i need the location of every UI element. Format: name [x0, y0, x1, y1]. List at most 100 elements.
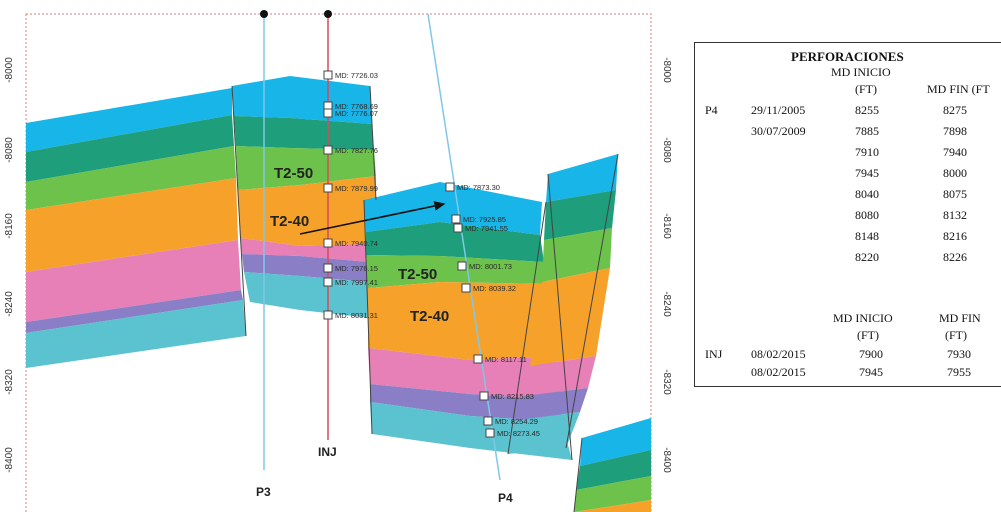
table-cell: 7940	[943, 145, 967, 159]
table-cell: 8148	[855, 229, 879, 243]
layer-purple	[26, 290, 243, 333]
depth-tick-label: -8320	[4, 369, 15, 395]
md-marker-label: MD: 7879.99	[335, 184, 378, 193]
well-label-inj: INJ	[318, 445, 337, 459]
table-cell: 7910	[855, 145, 879, 159]
col-md-fin: MD FIN	[939, 311, 981, 325]
well-label-p4: P4	[498, 491, 513, 505]
depth-axis-left: -8000 -8080 -8160 -8240 -8320 -8400	[4, 57, 15, 473]
depth-tick-label: -8160	[4, 213, 15, 239]
table-cell: 8216	[943, 229, 967, 243]
md-marker-box	[485, 428, 495, 438]
depth-tick-label: -8080	[4, 137, 15, 163]
md-marker-label: MD: 7940.74	[335, 239, 378, 248]
col-md-fin: MD FIN (FT	[927, 82, 990, 96]
well-label-p3: P3	[256, 485, 271, 499]
depth-tick-label: -8400	[661, 447, 672, 473]
col-unit: (FT)	[945, 328, 967, 342]
md-marker-box	[323, 108, 333, 118]
md-marker-box	[323, 145, 333, 155]
flow-arrow	[299, 201, 446, 235]
table-title: PERFORACIONES	[791, 49, 904, 64]
depth-tick-label: -8320	[661, 369, 672, 395]
md-marker-box	[461, 283, 471, 293]
depth-tick-label: -8400	[4, 447, 15, 473]
col-md-inicio: MD INICIO	[833, 311, 893, 325]
md-marker-box	[323, 263, 333, 273]
md-marker-box	[451, 214, 461, 224]
depth-tick-label: -8000	[4, 57, 15, 83]
layer-lightgreen	[26, 146, 236, 210]
col-unit: (FT)	[855, 82, 877, 96]
md-marker-label: MD: 8001.73	[469, 262, 512, 271]
depth-tick-label: -8000	[661, 57, 672, 83]
md-marker-label: MD: 8254.29	[495, 417, 538, 426]
table-cell: 8220	[855, 250, 879, 264]
md-marker-label: MD: 7997.41	[335, 278, 378, 287]
zone-label: T2-50	[274, 165, 313, 182]
md-marker-box	[323, 310, 333, 320]
well-p3-head	[260, 10, 268, 18]
table-cell: 7945	[855, 166, 879, 180]
md-marker-label: MD: 7925.85	[463, 215, 506, 224]
table-cell: 7930	[947, 347, 971, 361]
md-marker-label: MD: 7873.30	[457, 183, 500, 192]
block-4	[508, 154, 618, 454]
perf-date: 08/02/2015	[751, 365, 806, 379]
perf-date: 08/02/2015	[751, 347, 806, 361]
well-name-inj: INJ	[705, 347, 723, 361]
md-marker-label: MD: 8031.31	[335, 311, 378, 320]
layer-cyan	[26, 88, 232, 152]
table-cell: 7885	[855, 124, 879, 138]
table-cell: 8275	[943, 103, 967, 117]
perf-date: 30/07/2009	[751, 124, 806, 138]
table-cell: 8075	[943, 187, 967, 201]
md-marker-box	[445, 182, 455, 192]
col-unit: (FT)	[857, 328, 879, 342]
well-p4-path	[427, 13, 501, 481]
layer-green	[26, 115, 234, 182]
perf-date: 29/11/2005	[751, 103, 806, 117]
table-cell: 7955	[947, 365, 971, 379]
md-marker-label: MD: 8117.11	[485, 355, 527, 364]
md-marker-label: MD: 7768.69	[335, 102, 378, 111]
block-5	[574, 418, 651, 512]
table-cell: 7900	[859, 347, 883, 361]
table-cell: 7945	[859, 365, 883, 379]
layer-pink	[26, 240, 241, 322]
md-marker-box	[453, 223, 463, 233]
perforations-table: PERFORACIONES MD INICIO (FT) MD FIN (FT …	[694, 42, 1001, 387]
zone-label: T2-40	[410, 308, 449, 325]
md-marker-box	[483, 416, 493, 426]
md-marker-box	[473, 354, 483, 364]
layer-orange	[26, 178, 238, 272]
md-marker-label: MD: 8273.45	[497, 429, 540, 438]
md-marker-box	[323, 238, 333, 248]
md-marker-box	[323, 183, 333, 193]
md-marker-label: MD: 8039.32	[473, 284, 516, 293]
table-cell: 8080	[855, 208, 879, 222]
md-marker-label: MD: 7976.15	[335, 264, 378, 273]
layer-teal	[26, 300, 246, 368]
zone-label: T2-40	[270, 213, 309, 230]
depth-axis-right: -8000-8080-8160-8240-8320-8400	[661, 57, 672, 473]
block-2	[232, 76, 376, 318]
table-cell: 8000	[943, 166, 967, 180]
md-marker-label: MD: 7726.03	[335, 71, 378, 80]
block-3	[364, 182, 572, 460]
md-marker-box	[323, 277, 333, 287]
table-cell: 8132	[943, 208, 967, 222]
md-marker-label: MD: 7827.76	[335, 146, 378, 155]
depth-tick-label: -8160	[661, 213, 672, 239]
md-marker-label: MD: 7776.07	[335, 109, 378, 118]
well-inj-head	[324, 10, 332, 18]
table-cell: 8226	[943, 250, 967, 264]
depth-tick-label: -8240	[4, 291, 15, 317]
zone-label: T2-50	[398, 266, 437, 283]
md-marker-box	[457, 261, 467, 271]
depth-tick-label: -8080	[661, 137, 672, 163]
table-cell: 8255	[855, 103, 879, 117]
block-1	[26, 88, 246, 368]
